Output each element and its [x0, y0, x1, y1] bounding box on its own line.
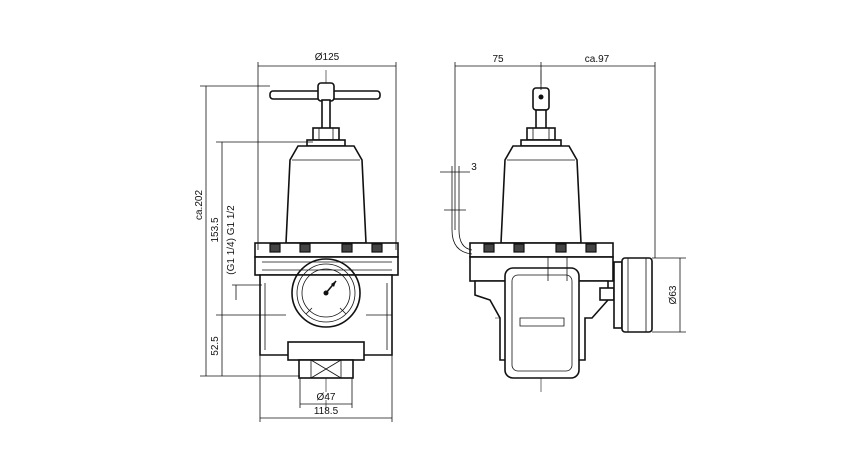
spring-bonnet-side: [500, 145, 582, 244]
dim-diameter-bottom-label: Ø47: [317, 392, 336, 403]
dim-port-label: (G1 1/4) G1 1/2: [226, 205, 237, 275]
dim-left-width-label: 75: [492, 54, 504, 65]
pressure-gauge-front: [291, 258, 361, 328]
dim-diameter-bottom: Ø47: [299, 378, 353, 408]
dim-gauge-diameter: Ø63: [652, 257, 686, 333]
dim-offset: 3: [440, 162, 477, 255]
dim-diameter-top-label: Ø125: [315, 52, 340, 63]
t-handle: [269, 82, 381, 131]
spring-bonnet: [285, 145, 367, 244]
dim-width: 118.5: [259, 355, 393, 422]
dim-bottom-height: 52.5: [210, 314, 260, 376]
dim-diameter-top: Ø125: [257, 52, 397, 250]
dim-height-mid: 153.5: [210, 141, 313, 315]
bottom-plug: [287, 341, 365, 379]
flange: [254, 242, 399, 276]
dim-total-height-label: ca.202: [194, 190, 205, 220]
dim-height-mid-label: 153.5: [210, 217, 221, 242]
dim-side-widths: 75 ca.97: [454, 54, 656, 258]
adjusting-nut-side: [520, 127, 562, 147]
dim-width-label: 118.5: [314, 406, 339, 417]
adjust-handle: [532, 87, 550, 131]
side-view: 75 ca.97 3 Ø63: [440, 54, 686, 395]
dim-offset-label: 3: [471, 162, 477, 173]
front-view: Ø125 ca.202 153.5 (G1 1/4) G1 1/2 52.5: [194, 52, 399, 422]
pressure-gauge-side: [599, 257, 653, 333]
adjusting-nut: [306, 127, 346, 147]
dim-bottom-height-label: 52.5: [210, 336, 221, 356]
dim-right-width-label: ca.97: [585, 54, 610, 65]
dim-total-height: ca.202: [194, 85, 300, 377]
dim-port: (G1 1/4) G1 1/2: [226, 205, 262, 300]
dim-gauge-diameter-label: Ø63: [668, 285, 679, 304]
